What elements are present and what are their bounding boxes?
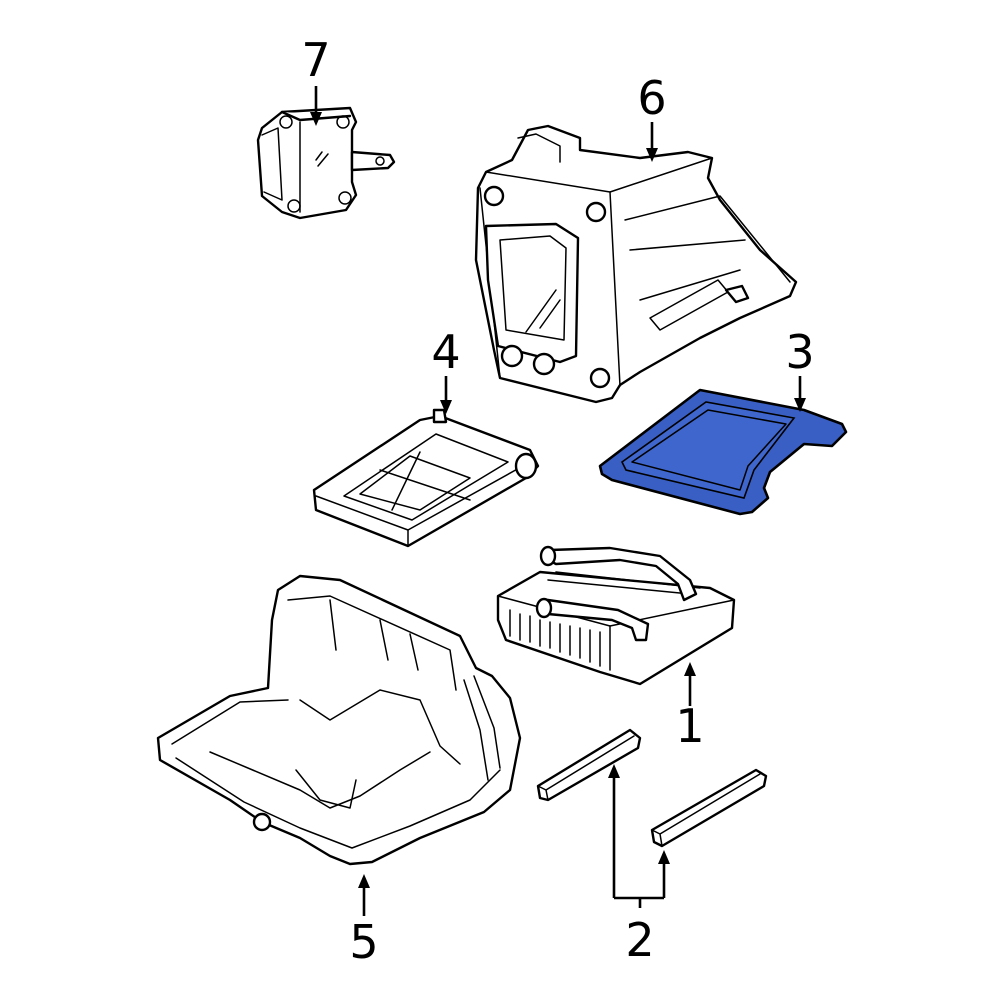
callout-6: 6 — [637, 71, 666, 125]
callout-5: 5 — [349, 915, 378, 969]
callout-1: 1 — [675, 699, 704, 753]
part-1-heater-core[interactable] — [496, 545, 736, 686]
part-4-cover[interactable] — [312, 408, 540, 548]
part-3-seal-highlighted[interactable] — [598, 388, 848, 516]
part-7-actuator[interactable] — [256, 106, 396, 220]
callout-arrows — [310, 86, 806, 916]
callout-7: 7 — [301, 33, 330, 87]
part-2-seals[interactable] — [536, 728, 768, 848]
callout-2: 2 — [625, 913, 654, 967]
callout-4: 4 — [431, 325, 460, 379]
part-6-upper-housing[interactable] — [474, 124, 798, 404]
callout-3: 3 — [785, 325, 814, 379]
part-5-lower-case[interactable] — [156, 574, 522, 866]
